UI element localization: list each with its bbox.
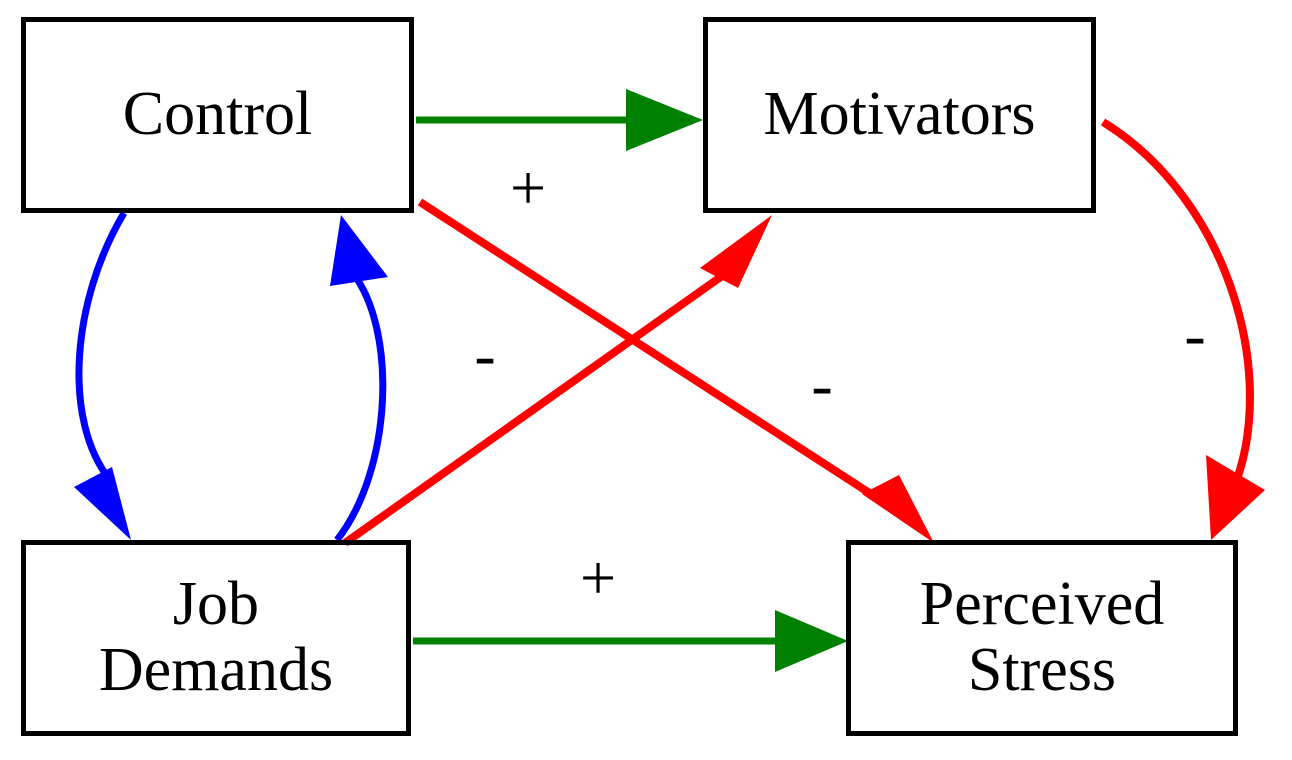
edge-job-demands-to-motivators <box>342 215 772 547</box>
node-job-demands[interactable]: Job Demands <box>21 540 411 736</box>
edge-motivators-to-perceived-stress <box>1100 118 1265 540</box>
arrowhead-motivators-to-perceived-stress <box>1206 455 1265 540</box>
arrowhead-job-demands-to-control <box>330 215 388 286</box>
edge-sign-control-to-perceived-stress: - <box>811 349 833 420</box>
arrowhead-control-to-perceived-stress <box>862 475 934 543</box>
arrowhead-job-demands-to-motivators <box>700 215 772 288</box>
node-perceived-stress-label: Perceived Stress <box>919 570 1165 704</box>
edge-curve-control-to-job-demands <box>75 211 128 483</box>
edge-sign-job-demands-to-perceived-stress: + <box>579 542 617 613</box>
edge-sign-control-to-motivators: + <box>509 152 547 223</box>
node-control-label: Control <box>122 80 313 149</box>
edge-job-demands-to-perceived-stress <box>413 610 848 672</box>
edge-job-demands-to-control <box>330 215 388 543</box>
edge-control-to-perceived-stress <box>417 198 934 543</box>
node-job-demands-label: Job Demands <box>98 570 334 704</box>
edge-control-to-job-demands <box>74 211 131 540</box>
edge-line-job-demands-to-motivators <box>342 255 749 547</box>
arrowhead-job-demands-to-perceived-stress <box>775 610 848 672</box>
edge-sign-motivators-to-perceived-stress: - <box>1184 299 1206 370</box>
edge-sign-job-demands-to-motivators: - <box>474 319 496 390</box>
arrowhead-control-to-motivators <box>626 89 703 151</box>
node-motivators-label: Motivators <box>763 80 1036 149</box>
edge-control-to-motivators <box>416 89 703 151</box>
edge-line-control-to-perceived-stress <box>417 198 908 520</box>
edge-curve-motivators-to-perceived-stress <box>1100 118 1254 494</box>
node-perceived-stress[interactable]: Perceived Stress <box>846 540 1238 736</box>
node-control[interactable]: Control <box>21 17 414 213</box>
arrowhead-control-to-job-demands <box>74 467 131 540</box>
edge-curve-job-demands-to-control <box>334 269 387 543</box>
node-motivators[interactable]: Motivators <box>703 17 1096 213</box>
